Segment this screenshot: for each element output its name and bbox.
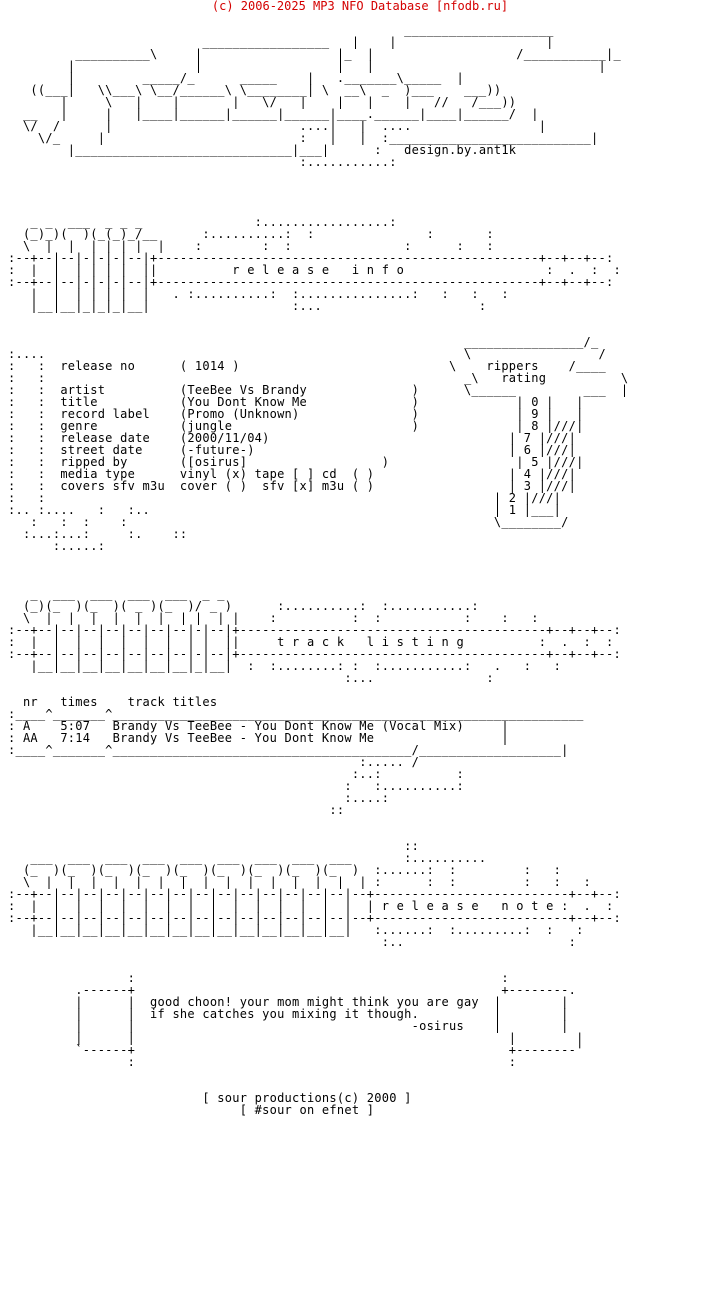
nfo-document: ____________________ _________________ |…: [8, 23, 629, 1117]
site-header: (c) 2006-2025 MP3 NFO Database [nfodb.ru…: [211, 0, 509, 13]
